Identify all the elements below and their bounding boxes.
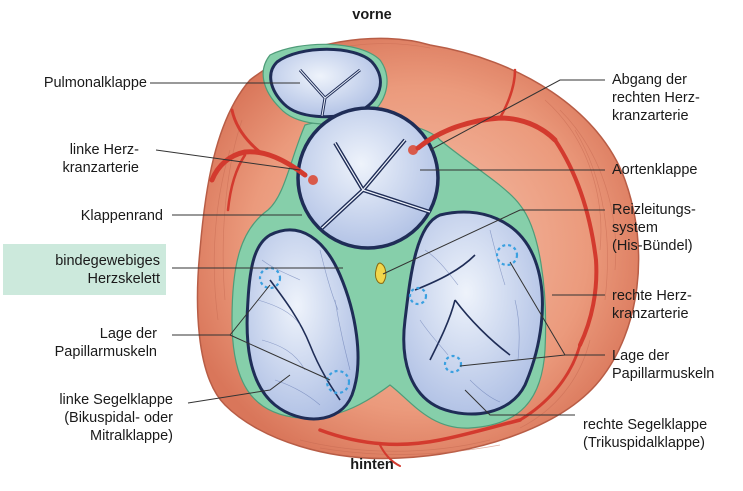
- label-bottom: hinten: [322, 457, 422, 473]
- label-abgang: Abgang der rechten Herz- kranzarterie: [612, 71, 700, 125]
- label-top: vorne: [322, 7, 422, 23]
- label-klappenrand: Klappenrand: [81, 207, 163, 225]
- label-linke-herzkranzarterie: linke Herz- kranzarterie: [62, 141, 139, 177]
- label-linke-segelklappe: linke Segelklappe (Bikuspidal- oder Mitr…: [59, 391, 173, 445]
- label-papillarmuskeln-left: Lage der Papillarmuskeln: [55, 325, 157, 361]
- label-aortenklappe: Aortenklappe: [612, 161, 697, 179]
- label-papillarmuskeln-right: Lage der Papillarmuskeln: [612, 347, 714, 383]
- aortic-valve: [298, 108, 438, 248]
- label-rechte-segelklappe: rechte Segelklappe (Trikuspidalklappe): [583, 416, 707, 452]
- label-rechte-herzkranzarterie: rechte Herz- kranzarterie: [612, 287, 692, 323]
- label-pulmonalklappe: Pulmonalklappe: [44, 74, 147, 92]
- label-reizleitung: Reizleitungs- system (His-Bündel): [612, 201, 696, 255]
- tricuspid-valve: [404, 212, 543, 414]
- label-herzskelett: bindegewebiges Herzskelett: [55, 252, 160, 288]
